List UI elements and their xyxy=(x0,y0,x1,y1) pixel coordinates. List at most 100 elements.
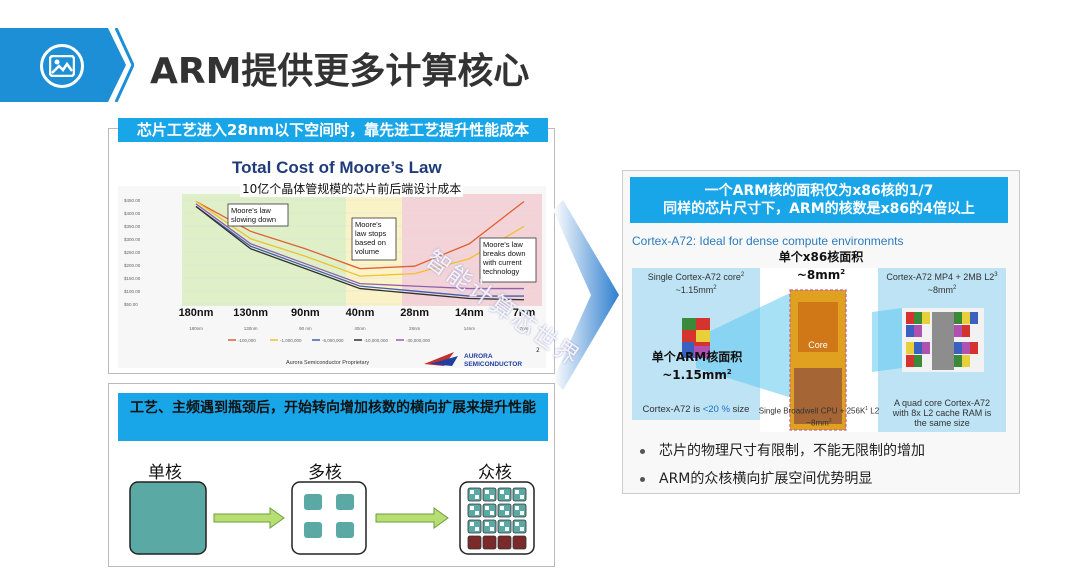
a72-size-note: Cortex-A72 is <20 % size xyxy=(642,404,750,415)
single-a72-area: ~1.15mm2 xyxy=(675,285,717,295)
legend-label: -100,000 xyxy=(238,338,256,343)
mp4-note: A quad core Cortex-A72 with 8x L2 cache … xyxy=(892,398,992,428)
image-icon xyxy=(40,44,84,88)
mp4-area: ~8mm2 xyxy=(927,285,957,295)
many-core-subunit xyxy=(485,522,489,526)
cores-banner: 工艺、主频遇到瓶颈后，开始转向增加核数的横向扩展来提升性能 xyxy=(118,393,548,441)
chart-legend: -100,000-1,000,000-5,000,000-10,000,000-… xyxy=(228,338,431,343)
arrow-single-to-multi xyxy=(213,507,285,529)
many-core-unit xyxy=(512,535,527,550)
multi-core-unit xyxy=(336,494,354,510)
many-core-subunit xyxy=(500,506,504,510)
moore-chart: $450.00$400.00$350.00$300.00$250.00$200.… xyxy=(118,186,546,368)
chart-subtitle: 10亿个晶体管规模的芯片前后端设计成本 xyxy=(240,180,464,197)
series-line xyxy=(195,200,525,277)
arm-banner: 一个ARM核的面积仅为x86核的1/7 同样的芯片尺寸下，ARM的核数是x86的… xyxy=(630,177,1008,223)
arm-banner-line2: 同样的芯片尺寸下，ARM的核数是x86的4倍以上 xyxy=(663,201,975,217)
multi-core-unit xyxy=(304,494,322,510)
mp4-core-block xyxy=(970,312,978,324)
bullet-item: 芯片的物理尺寸有限制，不能无限制的增加 xyxy=(640,440,925,460)
svg-text:SEMICONDUCTOR: SEMICONDUCTOR xyxy=(464,361,522,368)
many-core-unit xyxy=(497,503,512,518)
mp4-core-block xyxy=(954,312,962,324)
many-core-subunit xyxy=(475,495,479,499)
x-small-label: 130nm xyxy=(244,326,258,331)
many-core-subunit xyxy=(470,490,474,494)
x-category-label: 90nm xyxy=(291,307,320,319)
arm-banner-line1: 一个ARM核的面积仅为x86核的1/7 xyxy=(704,183,934,199)
series-lines xyxy=(195,200,525,301)
many-core-subunit xyxy=(505,527,509,531)
x-small-label: 90 nm xyxy=(299,326,312,331)
bullet-item: ARM的众核横向扩展空间优势明显 xyxy=(640,468,872,488)
moore-banner: 芯片工艺进入28nm以下空间时，靠先进工艺提升性能成本 xyxy=(118,118,548,142)
svg-text:2: 2 xyxy=(536,347,540,354)
many-core-subunit xyxy=(505,511,509,515)
svg-text:AURORA: AURORA xyxy=(464,353,493,360)
y-tick-label: $200.00 xyxy=(124,263,141,268)
many-core-subunit xyxy=(515,490,519,494)
many-core-unit xyxy=(467,519,482,534)
many-core-subunit xyxy=(500,490,504,494)
many-core-unit xyxy=(467,487,482,502)
mp4-core-block xyxy=(922,342,930,354)
mp4-core-block xyxy=(914,342,922,354)
bullet-dot xyxy=(640,476,645,482)
die-diagram xyxy=(682,289,984,431)
mp4-core-block xyxy=(922,312,930,324)
mp4-core-block xyxy=(914,312,922,324)
x-category-label: 180nm xyxy=(179,307,214,319)
series-line xyxy=(195,205,525,301)
many-core-subunit xyxy=(485,506,489,510)
y-tick-label: $450.00 xyxy=(124,198,141,203)
mp4-core-block xyxy=(962,342,970,354)
mp4-label: Cortex-A72 MP4 + 2MB L23 xyxy=(886,272,998,282)
mp4-core-block xyxy=(954,355,962,367)
header-chevron xyxy=(108,28,126,102)
x-small-label: 40nm xyxy=(354,326,366,331)
y-tick-label: $400.00 xyxy=(124,211,141,216)
many-core-label: 众核 xyxy=(478,463,512,483)
many-core-subunit xyxy=(515,506,519,510)
x-small-label: 7nm xyxy=(520,326,529,331)
broadwell-area: ~8mm2 xyxy=(806,418,832,428)
many-core-subunit xyxy=(505,495,509,499)
mp4-core-block xyxy=(954,342,962,354)
many-core-unit xyxy=(482,503,497,518)
mp4-core-block xyxy=(906,355,914,367)
many-core-unit xyxy=(482,487,497,502)
many-core-subunit xyxy=(490,527,494,531)
x-small-label: 28nm xyxy=(409,326,421,331)
arrow-multi-to-many xyxy=(375,507,449,529)
x-category-label: 28nm xyxy=(400,307,429,319)
x-category-label: 7nm xyxy=(513,307,536,319)
legend-label: -5,000,000 xyxy=(322,338,344,343)
mp4-core-block xyxy=(962,325,970,337)
mp4-core-block xyxy=(914,355,922,367)
aurora-logo: AURORA SEMICONDUCTOR 2 xyxy=(424,347,540,368)
header-chevron-outline xyxy=(114,28,134,102)
many-core-subunit xyxy=(490,511,494,515)
core-label: Core xyxy=(808,340,828,350)
many-core-subunit xyxy=(520,527,524,531)
y-tick-label: $50.00 xyxy=(124,302,138,307)
y-tick-label: $350.00 xyxy=(124,224,141,229)
legend-label: -30,000,000 xyxy=(406,338,431,343)
many-core-unit xyxy=(497,487,512,502)
many-core-subunit xyxy=(475,527,479,531)
many-core-unit xyxy=(512,503,527,518)
x-small-label: 14nm xyxy=(464,326,476,331)
many-core-unit xyxy=(482,535,497,550)
multi-core-unit xyxy=(336,522,354,538)
x86-core-area-label: 单个x86核面积~8mm2 xyxy=(778,250,864,282)
page-title: ARM提供更多计算核心 xyxy=(150,51,530,92)
mp4-core-block xyxy=(906,342,914,354)
chart-title: Total Cost of Moore’s Law xyxy=(232,158,442,177)
multi-core-unit xyxy=(304,522,322,538)
